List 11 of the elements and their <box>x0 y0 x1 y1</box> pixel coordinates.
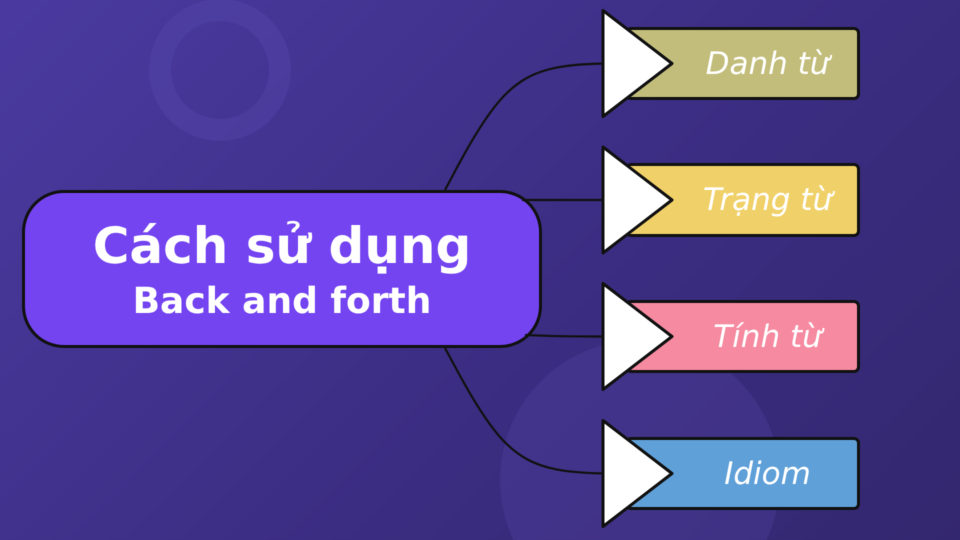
branch-label: Tính từ <box>713 318 822 354</box>
topic-box <box>22 190 542 348</box>
arrow <box>444 347 674 528</box>
branch-label: Danh từ <box>706 46 830 82</box>
subtitle-text: Back and forth <box>132 280 432 322</box>
branch-label: Idiom <box>724 456 811 492</box>
arrow <box>524 282 674 391</box>
branch-label: Trạng từ <box>702 182 832 218</box>
arrow <box>522 146 674 254</box>
arrow <box>444 9 674 191</box>
title-text: Cách sử dụng <box>92 216 472 274</box>
